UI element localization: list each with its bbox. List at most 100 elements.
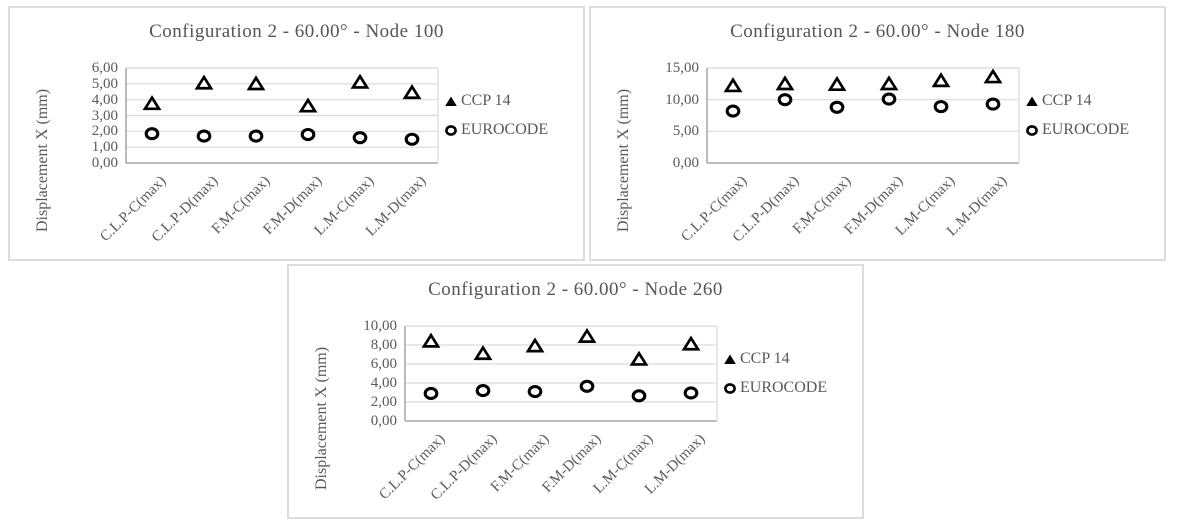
y-tick-label: 3,00 <box>91 107 118 124</box>
y-tick-label: 4,00 <box>91 91 118 108</box>
legend-label: EUROCODE <box>1042 121 1130 138</box>
legend-label: EUROCODE <box>740 379 828 396</box>
marker-triangle-ccp14 <box>983 68 1003 84</box>
y-tick-label: 2,00 <box>370 394 397 410</box>
chart-title: Configuration 2 - 60.00° - Node 260 <box>428 279 723 300</box>
marker-circle-eurocode <box>777 93 793 107</box>
legend-item-ccp14: CCP 14 <box>444 92 548 110</box>
marker-circle-eurocode <box>933 100 949 114</box>
chart-title: Configuration 2 - 60.00° - Node 100 <box>149 21 444 42</box>
marker-circle-eurocode <box>985 97 1001 111</box>
marker-circle-eurocode <box>300 127 316 142</box>
legend-label: CCP 14 <box>461 92 511 109</box>
marker-triangle-ccp14 <box>577 327 597 343</box>
x-category-label: L.M-C(max) <box>311 173 378 239</box>
x-category-label: F.M-C(max) <box>487 431 553 496</box>
chart-panel-node-100: Configuration 2 - 60.00° - Node 100 Disp… <box>8 6 585 261</box>
x-category-label: C.L.P-C(max) <box>678 173 751 246</box>
legend-item-ccp14: CCP 14 <box>1025 92 1129 110</box>
marker-circle-eurocode <box>725 104 741 118</box>
x-category-label: L.M-D(max) <box>641 431 709 498</box>
legend-label: CCP 14 <box>1042 92 1092 109</box>
y-tick-label: 5,00 <box>672 123 699 140</box>
x-category-label: C.L.P-D(max) <box>427 431 501 504</box>
marker-circle-eurocode <box>144 127 160 141</box>
chart-panel-node-180: Configuration 2 - 60.00° - Node 180 Disp… <box>589 6 1166 261</box>
marker-triangle-ccp14 <box>629 350 649 366</box>
y-tick-label: 1,00 <box>91 139 118 156</box>
x-category-label: L.M-C(max) <box>892 173 959 239</box>
marker-circle-eurocode <box>527 385 543 399</box>
marker-triangle-ccp14 <box>298 97 318 113</box>
y-tick-label: 15,00 <box>665 60 699 76</box>
legend-item-ccp14: CCP 14 <box>723 350 827 368</box>
x-category-label: F.M-D(max) <box>841 173 907 238</box>
x-category-label: L.M-D(max) <box>362 173 430 240</box>
marker-triangle-ccp14 <box>402 83 422 100</box>
marker-circle-eurocode <box>475 384 491 398</box>
legend: CCP 14 EUROCODE <box>444 92 548 139</box>
marker-circle-eurocode <box>423 386 439 400</box>
marker-circle-eurocode <box>683 386 699 400</box>
marker-triangle-ccp14 <box>142 95 162 111</box>
circle-marker-icon <box>724 382 736 394</box>
y-tick-label: 10,00 <box>665 91 699 108</box>
plot-svg <box>706 67 1020 164</box>
legend-item-eurocode: EUROCODE <box>1025 121 1129 139</box>
triangle-marker-icon <box>1026 96 1038 106</box>
legend: CCP 14 EUROCODE <box>723 350 827 397</box>
legend-item-eurocode: EUROCODE <box>723 379 827 397</box>
legend: CCP 14 EUROCODE <box>1025 92 1129 139</box>
marker-triangle-ccp14 <box>723 77 743 93</box>
marker-circle-eurocode <box>881 92 897 106</box>
marker-circle-eurocode <box>352 131 368 145</box>
marker-triangle-ccp14 <box>879 75 899 91</box>
legend-item-eurocode: EUROCODE <box>444 121 548 139</box>
y-tick-label: 0,00 <box>91 155 118 171</box>
x-category-label: C.L.P-C(max) <box>97 173 170 246</box>
marker-triangle-ccp14 <box>775 75 795 91</box>
marker-triangle-ccp14 <box>194 74 214 90</box>
marker-circle-eurocode <box>404 132 420 146</box>
marker-triangle-ccp14 <box>525 337 545 353</box>
marker-triangle-ccp14 <box>350 73 370 89</box>
marker-circle-eurocode <box>196 129 212 143</box>
marker-triangle-ccp14 <box>246 75 266 91</box>
x-category-label: F.M-D(max) <box>260 173 326 238</box>
y-tick-label: 6,00 <box>370 356 397 372</box>
triangle-marker-icon <box>724 354 736 364</box>
marker-circle-eurocode <box>829 100 845 114</box>
y-tick-label: 10,00 <box>363 318 397 334</box>
marker-circle-eurocode <box>631 389 647 403</box>
y-tick-label: 0,00 <box>672 155 699 171</box>
y-tick-label: 2,00 <box>91 123 118 140</box>
chart-panel-node-260: Configuration 2 - 60.00° - Node 260 Disp… <box>287 264 864 519</box>
y-tick-label: 4,00 <box>370 375 397 391</box>
marker-triangle-ccp14 <box>931 72 951 88</box>
x-category-label: C.L.P-D(max) <box>148 173 222 246</box>
x-category-label: F.M-C(max) <box>208 173 274 238</box>
marker-triangle-ccp14 <box>421 332 441 348</box>
chart-title: Configuration 2 - 60.00° - Node 180 <box>730 21 1025 42</box>
triangle-marker-icon <box>445 96 457 106</box>
y-tick-label: 6,00 <box>91 60 118 76</box>
x-category-label: L.M-D(max) <box>943 173 1011 240</box>
marker-triangle-ccp14 <box>681 335 701 351</box>
x-category-label: F.M-D(max) <box>539 431 605 496</box>
marker-triangle-ccp14 <box>827 75 847 92</box>
marker-triangle-ccp14 <box>473 345 493 361</box>
y-tick-label: 5,00 <box>91 75 118 92</box>
circle-marker-icon <box>445 124 457 136</box>
circle-marker-icon <box>1026 124 1038 136</box>
x-category-label: F.M-C(max) <box>789 173 855 238</box>
legend-label: EUROCODE <box>461 121 549 138</box>
plot-svg <box>404 325 718 422</box>
x-category-label: L.M-C(max) <box>590 431 657 497</box>
x-category-label: C.L.P-C(max) <box>376 431 449 504</box>
y-tick-label: 8,00 <box>370 337 397 353</box>
marker-circle-eurocode <box>248 129 264 143</box>
y-tick-label: 0,00 <box>370 413 397 429</box>
legend-label: CCP 14 <box>740 350 790 367</box>
x-category-label: C.L.P-D(max) <box>729 173 803 246</box>
